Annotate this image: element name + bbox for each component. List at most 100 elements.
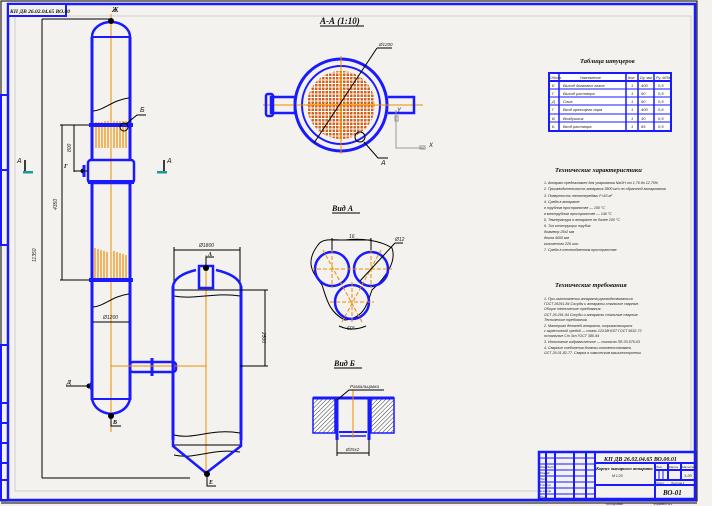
dim-inner-dia: Ø1200 <box>102 315 118 321</box>
title-block-signature-rows: Изм. Лист Разраб. Пров. Т.контр. Н.контр… <box>540 465 555 499</box>
svg-text:Лист: Лист <box>655 481 664 485</box>
svg-text:длина 4000 мм: длина 4000 мм <box>544 236 569 240</box>
svg-text:Обозн.: Обозн. <box>550 76 562 80</box>
svg-text:X: X <box>428 143 434 149</box>
svg-text:Y: Y <box>397 108 402 114</box>
left-margin-strip <box>0 94 9 501</box>
svg-text:Pу, МПа: Pу, МПа <box>656 76 670 80</box>
svg-text:Кол.: Кол. <box>628 76 635 80</box>
svg-text:Лит.: Лит. <box>655 465 663 469</box>
svg-text:Н.контр.: Н.контр. <box>540 489 552 493</box>
tech-characteristics: Технические характеристики 1. Аппарат пр… <box>543 167 666 252</box>
svg-text:в межтрубном пространстве — 14: в межтрубном пространстве — 140 °С <box>544 212 612 216</box>
nozzle-table-title: Таблица штуцеров <box>580 58 635 65</box>
title-block-doc-code: КП ДВ 26.02.04.65 ВО.00.01 <box>603 457 677 463</box>
svg-text:Dу, мм: Dу, мм <box>640 76 652 80</box>
svg-text:400: 400 <box>641 83 648 88</box>
title-block-scale-note: М 1:20 <box>612 474 623 478</box>
drawing-frame <box>6 2 697 502</box>
tech-req-lines: 1. При изготовлении аппарата руководство… <box>543 297 642 355</box>
svg-text:Выход раствора: Выход раствора <box>563 91 595 96</box>
svg-text:400: 400 <box>641 107 648 112</box>
svg-text:А: А <box>166 158 172 165</box>
view-a-dim-top: 16 <box>349 234 355 240</box>
svg-text:в трубном пространстве — 150 °: в трубном пространстве — 150 °С <box>544 206 605 210</box>
svg-text:2. Материал деталей аппарата,: 2. Материал деталей аппарата, соприкасаю… <box>543 324 632 328</box>
view-b-dim: Ø25х2 <box>345 447 360 452</box>
tech-req-title: Технические требования <box>555 282 627 289</box>
svg-text:Б: Б <box>552 124 555 129</box>
top-stamp-box <box>7 3 67 17</box>
svg-text:1: 1 <box>631 124 633 129</box>
title-block-name: Корпус выпарного аппарата <box>595 466 653 471</box>
section-marker-left: А <box>16 158 33 174</box>
section-marker-right: А <box>157 158 172 174</box>
section-aa-title: А-А (1:10) <box>319 16 360 26</box>
svg-text:Вход греющего пара: Вход греющего пара <box>563 107 603 112</box>
svg-text:Общие технические требования.: Общие технические требования. <box>544 307 601 311</box>
dim-lower: 800 <box>67 143 73 152</box>
tech-requirements: Технические требования 1. При изготовлен… <box>543 282 642 355</box>
svg-text:количество 226 шт.: количество 226 шт. <box>544 242 579 246</box>
svg-text:0,5: 0,5 <box>658 99 664 104</box>
label-callout-b: Б <box>140 107 145 114</box>
svg-text:Выход дымовых газов: Выход дымовых газов <box>563 83 605 88</box>
dim-mid-height: 4350 <box>53 199 59 210</box>
svg-text:с агрессивной средой — сталь 1: с агрессивной средой — сталь 12Х18Н10Т Г… <box>544 329 642 333</box>
label-nozzle-v: В <box>112 420 117 426</box>
view-a-angle: 60° <box>347 326 355 332</box>
inner-guide-frame <box>14 15 692 492</box>
svg-text:1. Аппарат предназначен для уп: 1. Аппарат предназначен для упаривания N… <box>544 181 659 185</box>
svg-text:Листов 1: Листов 1 <box>670 481 685 485</box>
svg-text:Пров.: Пров. <box>540 477 548 481</box>
svg-text:остальные Ст 3сп ГОСТ 380-94: остальные Ст 3сп ГОСТ 380-94 <box>544 334 599 338</box>
dim-total-height: 11350 <box>32 248 38 262</box>
svg-text:0,5: 0,5 <box>658 116 664 121</box>
svg-text:0,6: 0,6 <box>658 107 664 112</box>
svg-text:Т.контр.: Т.контр. <box>540 483 552 487</box>
svg-text:А: А <box>16 158 22 165</box>
label-nozzle-d: Д <box>66 380 72 386</box>
title-block-scale: 1:20 <box>684 473 693 478</box>
svg-text:50: 50 <box>641 99 646 104</box>
top-stamp-text: КП ДВ 26.02.04.65 ВО.00 <box>9 9 70 15</box>
section-aa-callout: А <box>380 160 386 167</box>
svg-text:0,5: 0,5 <box>658 91 664 96</box>
svg-text:Воздушник: Воздушник <box>563 116 585 121</box>
svg-text:5. Температура в аппарате не б: 5. Температура в аппарате не более 200 °… <box>544 218 620 222</box>
svg-text:2. Производительность аппарата: 2. Производительность аппарата 3800 кг/ч… <box>543 187 666 191</box>
svg-text:1. При изготовлении аппарата р: 1. При изготовлении аппарата руководство… <box>544 297 633 301</box>
svg-text:1: 1 <box>631 83 633 88</box>
svg-text:4. Сварные соединения должны с: 4. Сварные соединения должны соответство… <box>544 346 632 350</box>
svg-text:Е: Е <box>552 83 555 88</box>
format-label: Формат А1 <box>653 502 672 506</box>
svg-text:Назначение: Назначение <box>580 76 601 80</box>
title-block: КП ДВ 26.02.04.65 ВО.00.01 Корпус выпарн… <box>537 450 696 506</box>
svg-text:3. Поверхность теплопередачи F: 3. Поверхность теплопередачи F=63 м² <box>544 194 613 198</box>
svg-text:Вход раствора: Вход раствора <box>563 124 592 129</box>
main-column: 11350 4350 800 Ж Б Г <box>32 6 206 479</box>
svg-text:Масса: Масса <box>669 465 678 469</box>
copied-by-label: Копировал <box>606 502 623 506</box>
view-a: Вид А 16 Ø12 60° <box>310 204 405 332</box>
view-b-title: Вид Б <box>333 359 355 368</box>
svg-text:65: 65 <box>641 124 646 129</box>
svg-text:7. Среда в теплообменном прост: 7. Среда в теплообменном пространстве <box>544 248 617 252</box>
nozzle-table: Таблица штуцеров Обозн. Назначение Кол. … <box>548 58 672 132</box>
svg-text:1: 1 <box>631 91 633 96</box>
svg-text:50: 50 <box>641 91 646 96</box>
view-b: Вид Б Развальцовка Ø25х2 <box>312 359 395 456</box>
table-row: Б Вход раствора 1 65 0,5 <box>552 124 664 129</box>
svg-text:6. Тип конструкции трубок:: 6. Тип конструкции трубок: <box>544 224 591 228</box>
view-a-dim-dia: Ø12 <box>394 237 405 243</box>
view-b-leader: Развальцовка <box>350 384 380 389</box>
tech-char-title: Технические характеристики <box>555 167 642 174</box>
svg-text:0,5: 0,5 <box>658 124 664 129</box>
svg-text:ОСТ 26-291-94 Сосуды и аппарат: ОСТ 26-291-94 Сосуды и аппараты стальные… <box>544 313 639 317</box>
label-nozzle-a: А <box>207 252 212 258</box>
tech-char-lines: 1. Аппарат предназначен для упаривания N… <box>543 181 666 252</box>
svg-text:ГОСТ 26291-84 Сосуды и аппарат: ГОСТ 26291-84 Сосуды и аппараты стальные… <box>544 302 639 306</box>
title-block-org: ВО-01 <box>662 489 682 497</box>
svg-text:ОСТ 26-01-82-77. Сварка в хими: ОСТ 26-01-82-77. Сварка в химическом маш… <box>544 351 641 355</box>
